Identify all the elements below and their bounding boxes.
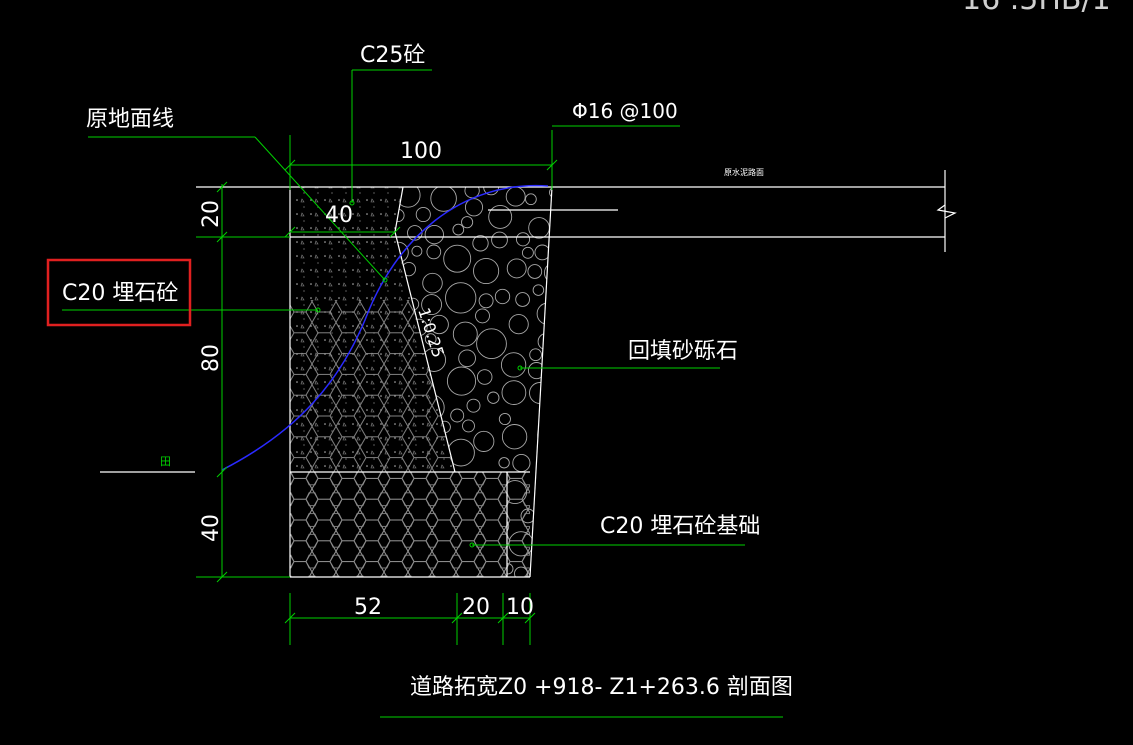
gravel-stone xyxy=(487,391,500,404)
gravel-stone xyxy=(532,284,545,296)
gravel-stone xyxy=(411,245,423,257)
dim-left-40: 40 xyxy=(199,514,224,542)
section-outline xyxy=(100,170,957,578)
gravel-stone xyxy=(478,293,494,309)
gravel-stone xyxy=(476,369,493,385)
gravel-stone xyxy=(445,282,477,314)
gravel-stone xyxy=(521,246,534,259)
gravel-stone xyxy=(508,314,529,335)
dim-bottom-10: 10 xyxy=(506,595,534,620)
gravel-stone xyxy=(549,187,552,199)
gravel-stone xyxy=(488,204,513,229)
gravel-stone xyxy=(426,244,442,260)
gravel-stone xyxy=(461,216,474,229)
gravel-stone xyxy=(527,264,543,279)
gravel-stone xyxy=(446,366,477,396)
gravel-stone xyxy=(450,408,465,423)
original-ground-line xyxy=(221,184,549,471)
label-c25-concrete: C25砼 xyxy=(360,43,425,68)
label-c20-foundation: C20 埋石砼基础 xyxy=(600,514,760,539)
gravel-stone xyxy=(542,467,552,484)
label-original-road: 原水泥路面 xyxy=(724,167,764,177)
gravel-stone xyxy=(537,418,552,451)
gravel-stone xyxy=(515,292,530,307)
corner-text: 16 .5ПБ/1 xyxy=(962,0,1111,17)
c20-foundation-body xyxy=(290,472,530,577)
gravel-stone xyxy=(535,489,552,511)
gravel-stone xyxy=(476,328,507,360)
gravel-stone xyxy=(501,380,527,405)
dim-top-width: 100 xyxy=(400,139,442,164)
label-rebar-spec: Φ16 @100 xyxy=(572,99,678,123)
highlight-box xyxy=(46,258,192,327)
gravel-stone xyxy=(452,321,478,347)
gravel-stone xyxy=(462,419,475,433)
dimension-lines xyxy=(62,69,783,718)
drawing-title: 道路拓宽Z0 +918- Z1+263.6 剖面图 xyxy=(410,675,793,700)
gravel-stone xyxy=(500,352,527,378)
gravel-stone xyxy=(429,314,449,335)
gravel-stone xyxy=(466,398,481,413)
gravel-stone xyxy=(458,349,476,368)
gravel-stone xyxy=(498,457,510,469)
gravel-stone xyxy=(501,424,528,450)
gravel-stone xyxy=(544,514,552,526)
gravel-stone xyxy=(543,262,552,284)
gravel-stone xyxy=(506,258,527,279)
dim-bottom-20: 20 xyxy=(462,595,490,620)
gravel-stone xyxy=(546,283,552,297)
gravel-stone xyxy=(505,187,526,207)
gravel-stone xyxy=(422,272,443,294)
gravel-stone xyxy=(473,430,495,452)
label-backfill: 回填砂砾石 xyxy=(628,339,738,364)
gravel-stone xyxy=(424,333,437,345)
gravel-stone xyxy=(421,294,443,316)
dim-left-80: 80 xyxy=(199,344,224,372)
gravel-stone xyxy=(498,412,511,426)
gravel-stone xyxy=(473,257,500,285)
gravel-stone xyxy=(515,232,531,247)
gravel-stone xyxy=(424,224,444,245)
gravel-stone xyxy=(525,193,537,206)
gravel-stone xyxy=(415,206,431,223)
gravel-stone xyxy=(430,187,457,212)
gravel-stone xyxy=(464,198,484,217)
gravel-stone xyxy=(494,288,511,305)
gravel-stone xyxy=(529,348,542,362)
gravel-stone xyxy=(452,223,465,236)
gravel-stone xyxy=(533,531,552,566)
gravel-stone xyxy=(528,217,550,239)
gravel-stone xyxy=(491,231,508,249)
gravel-stone xyxy=(544,352,552,370)
gravel-stone xyxy=(475,308,490,324)
gravel-stone xyxy=(472,235,489,252)
label-original-ground-line: 原地面线 xyxy=(86,107,174,132)
leader-points xyxy=(315,200,523,548)
label-field-mark: 田 xyxy=(160,455,171,468)
gravel-stone xyxy=(407,225,423,241)
gravel-stone xyxy=(443,244,472,273)
dim-bottom-52: 52 xyxy=(354,595,382,620)
gravel-stone xyxy=(536,302,552,325)
dim-cap-thickness: 40 xyxy=(325,203,353,228)
dim-left-20: 20 xyxy=(199,200,224,228)
gravel-stone xyxy=(514,566,528,577)
gravel-stone xyxy=(512,453,531,473)
gravel-stone xyxy=(537,333,552,351)
label-c20-fill: C20 埋石砼 xyxy=(62,281,178,306)
